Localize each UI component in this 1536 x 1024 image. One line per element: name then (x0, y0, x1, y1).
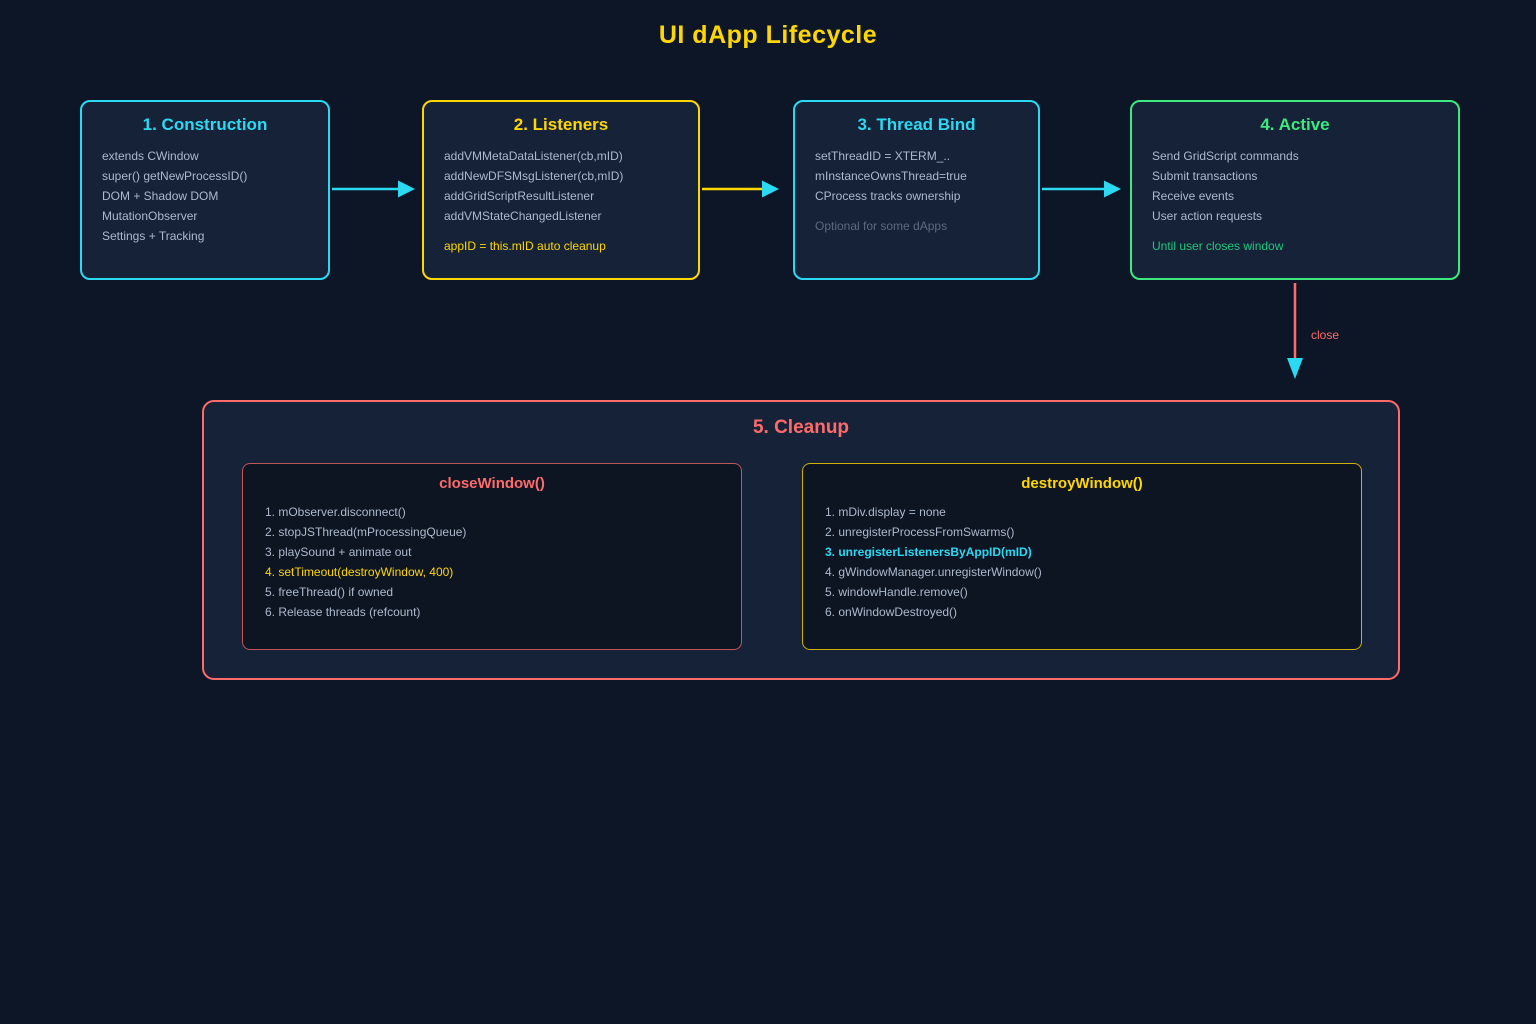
stage-lines: addVMMetaDataListener(cb,mID) addNewDFSMs… (424, 146, 698, 256)
stage-title: 3. Thread Bind (857, 115, 976, 134)
stage-title: 2. Listeners (513, 115, 609, 134)
stage-line: Submit transactions (1152, 169, 1258, 183)
proc-title: destroyWindow() (1021, 475, 1143, 492)
stage-line: addVMMetaDataListener(cb,mID) (444, 149, 623, 163)
stage-line: extends CWindow (102, 149, 199, 163)
page-title: UI dApp Lifecycle (658, 21, 878, 49)
proc-box-destroy-window: destroyWindow() 1. mDiv.display = none 2.… (802, 463, 1362, 650)
arrowhead-listeners-threadbind (762, 180, 779, 198)
stage-line: Optional for some dApps (815, 219, 948, 233)
stage-line: Settings + Tracking (102, 229, 205, 243)
stage-line: MutationObserver (102, 209, 198, 223)
stage-title: 4. Active (1260, 115, 1330, 134)
proc-item: 6. Release threads (refcount) (265, 605, 421, 619)
stage-line: addVMStateChangedListener (444, 209, 602, 223)
proc-items: 1. mObserver.disconnect() 2. stopJSThread… (243, 502, 741, 622)
proc-item: 5. windowHandle.remove() (825, 585, 968, 599)
proc-item: 4. setTimeout(destroyWindow, 400) (265, 565, 454, 579)
proc-items: 1. mDiv.display = none 2. unregisterProce… (803, 502, 1361, 622)
arrowhead-construction-listeners (398, 180, 415, 198)
proc-item: 3. playSound + animate out (265, 545, 412, 559)
stage-line: User action requests (1152, 209, 1263, 223)
stage-line: Receive events (1152, 189, 1235, 203)
proc-box-close-window: closeWindow() 1. mObserver.disconnect() 2… (242, 463, 742, 650)
stage-box-listeners: 2. Listeners addVMMetaDataListener(cb,mI… (422, 100, 700, 280)
stage-box-construction: 1. Construction extends CWindow super() g… (80, 100, 330, 280)
proc-item: 5. freeThread() if owned (265, 585, 394, 599)
stage-line: super() getNewProcessID() (102, 169, 248, 183)
proc-item: 6. onWindowDestroyed() (825, 605, 958, 619)
proc-title: closeWindow() (439, 475, 545, 492)
arrowhead-threadbind-active (1104, 180, 1121, 198)
proc-item: 3. unregisterListenersByAppID(mID) (825, 545, 1032, 559)
stage-lines: setThreadID = XTERM_.. mInstanceOwnsThrea… (795, 146, 1038, 236)
proc-item: 1. mDiv.display = none (825, 505, 946, 519)
stage-lines: extends CWindow super() getNewProcessID()… (82, 146, 328, 246)
arrowhead-active-cleanup (1287, 358, 1303, 379)
close-arrow-label: close (1311, 328, 1340, 342)
stage-line: DOM + Shadow DOM (102, 189, 219, 203)
proc-item: 2. stopJSThread(mProcessingQueue) (265, 525, 467, 539)
stage-line: mInstanceOwnsThread=true (815, 169, 967, 183)
stage-title: 1. Construction (142, 115, 268, 134)
proc-item: 2. unregisterProcessFromSwarms() (825, 525, 1015, 539)
stage-line: addNewDFSMsgListener(cb,mID) (444, 169, 624, 183)
cleanup-title: 5. Cleanup (752, 417, 850, 438)
stage-line: appID = this.mID auto cleanup (444, 239, 606, 253)
proc-item: 1. mObserver.disconnect() (265, 505, 406, 519)
proc-item: 4. gWindowManager.unregisterWindow() (825, 565, 1042, 579)
stage-box-thread-bind: 3. Thread Bind setThreadID = XTERM_.. mIn… (793, 100, 1040, 280)
stage-line: setThreadID = XTERM_.. (815, 149, 951, 163)
cleanup-box: 5. Cleanup closeWindow() 1. mObserver.di… (202, 400, 1400, 680)
stage-line: CProcess tracks ownership (815, 189, 961, 203)
stage-line: Until user closes window (1152, 239, 1284, 253)
stage-line: Send GridScript commands (1152, 149, 1299, 163)
stage-line: addGridScriptResultListener (444, 189, 595, 203)
